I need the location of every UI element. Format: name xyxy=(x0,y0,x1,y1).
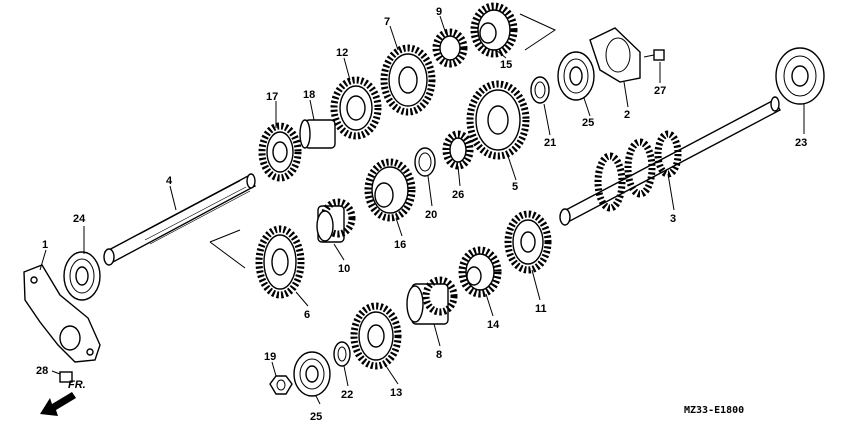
label-27: 27 xyxy=(654,85,666,97)
label-24: 24 xyxy=(73,213,86,225)
callout-labels: 1 2 3 4 5 6 7 8 9 10 11 12 13 14 15 17 1… xyxy=(36,6,807,423)
label-20: 20 xyxy=(425,209,437,221)
label-8: 8 xyxy=(436,349,442,361)
label-13: 13 xyxy=(390,387,402,399)
gear-17 xyxy=(258,122,302,182)
label-5: 5 xyxy=(512,181,518,193)
bearing-26 xyxy=(442,130,474,170)
direction-label: FR. xyxy=(68,379,86,391)
label-2: 2 xyxy=(624,109,630,121)
label-6: 6 xyxy=(304,309,310,321)
label-4: 4 xyxy=(166,175,173,187)
label-11: 11 xyxy=(535,303,547,315)
label-3: 3 xyxy=(670,213,676,225)
gear-5 xyxy=(466,80,530,160)
gear-10 xyxy=(316,198,356,243)
gear-8 xyxy=(406,276,458,325)
gear-6 xyxy=(209,225,305,299)
bearing-25-upper xyxy=(557,51,595,101)
label-25-upper: 25 xyxy=(582,117,594,129)
washer-21 xyxy=(530,76,550,104)
bolt-28 xyxy=(51,370,73,383)
gear-7 xyxy=(380,44,436,116)
bearing-23 xyxy=(775,47,825,105)
mainshaft xyxy=(103,173,257,266)
bearing-25-lower xyxy=(293,351,331,397)
bearing-24 xyxy=(63,251,101,301)
label-10: 10 xyxy=(338,263,350,275)
label-9: 9 xyxy=(436,6,442,18)
gear-12 xyxy=(330,76,382,140)
label-18: 18 xyxy=(303,89,315,101)
nut-19 xyxy=(269,375,293,395)
label-23: 23 xyxy=(795,137,807,149)
label-21: 21 xyxy=(544,137,556,149)
label-22: 22 xyxy=(341,389,353,401)
bearing-holder-1 xyxy=(23,264,101,363)
label-28: 28 xyxy=(36,365,48,377)
label-15: 15 xyxy=(500,59,512,71)
gear-11 xyxy=(504,210,552,274)
gear-13 xyxy=(350,302,402,370)
label-25-lower: 25 xyxy=(310,411,322,423)
label-7: 7 xyxy=(384,16,390,28)
label-19: 19 xyxy=(264,351,276,363)
washer-22 xyxy=(333,341,351,367)
leader-lines xyxy=(39,15,805,405)
bushing-18 xyxy=(299,119,336,149)
gear-16 xyxy=(364,158,416,222)
bolt-27 xyxy=(643,49,665,61)
gear-15 xyxy=(470,2,557,58)
label-26: 26 xyxy=(452,189,464,201)
label-16: 16 xyxy=(394,239,406,251)
label-17: 17 xyxy=(266,91,278,103)
diagram-code: MZ33-E1800 xyxy=(684,405,744,416)
gear-14 xyxy=(458,246,502,298)
label-1: 1 xyxy=(42,239,48,251)
label-14: 14 xyxy=(487,319,500,331)
label-12: 12 xyxy=(336,47,348,59)
holder-plate-2 xyxy=(589,27,641,83)
front-direction-arrow: FR. xyxy=(40,379,86,416)
gear-9 xyxy=(432,28,468,68)
countershaft-3 xyxy=(559,96,781,226)
washer-20 xyxy=(414,147,436,177)
